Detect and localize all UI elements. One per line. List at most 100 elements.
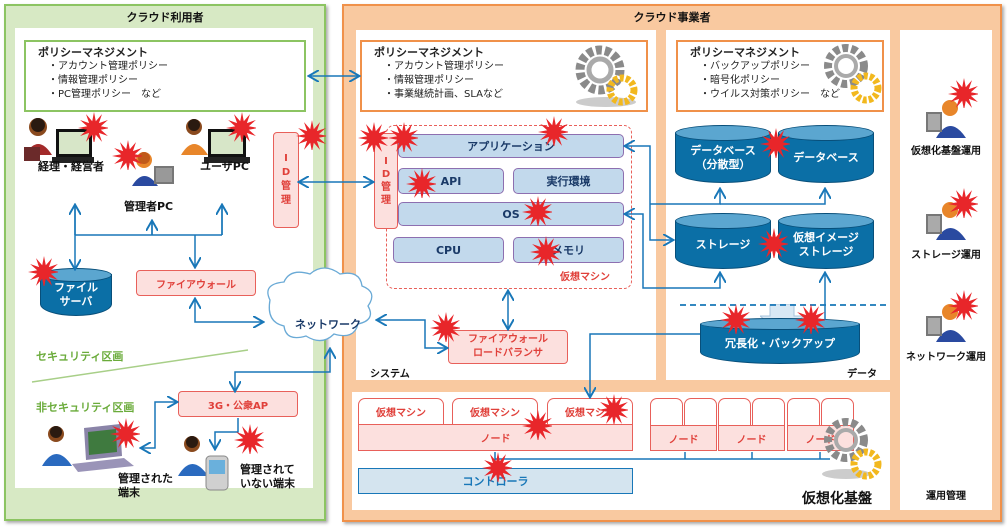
threat-burst-icon [430,312,460,342]
db-cylinder: データベース [778,125,874,183]
public-ap-box: 3G・公衆AP [178,391,298,417]
threat-burst-icon [296,120,326,150]
operator-icon [926,100,966,138]
data-policy-item: ・バックアップポリシー [700,61,810,72]
db-label: データベース [793,151,859,164]
unmanaged-device-line: 管理されて [240,463,295,476]
gear-icon [824,44,882,104]
managed-device-label: 管理された端末 [118,472,173,500]
threat-burst-icon [78,112,108,142]
id-char: 理 [281,195,291,206]
threat-burst-icon [758,228,788,258]
managed-device-line: 端末 [118,486,140,499]
infra-vm: 仮想マシン [452,398,538,424]
system-label: システム [370,369,410,380]
small-node: ノード [650,425,717,451]
threat-burst-icon [720,304,750,334]
system-policy-item: ・アカウント管理ポリシー [384,61,504,72]
runtime-layer: 実行環境 [513,168,624,194]
small-node-vm [752,398,785,426]
data-label: データ [847,369,877,380]
small-node: ノード [718,425,785,451]
threat-burst-icon [522,196,552,226]
application-layer: アプリケーション [398,134,624,158]
id-char: I [284,153,288,164]
id-char: I [384,156,388,167]
id-char: D [381,169,391,180]
unmanaged-device-icon [178,436,229,491]
managed-device-icon [42,424,134,472]
id-char: D [281,167,291,178]
threat-burst-icon [598,394,628,424]
operator-icon [926,304,966,342]
cloud-user-title: クラウド利用者 [126,11,204,24]
network-label: ネットワーク [295,318,361,331]
threat-burst-icon [948,78,978,108]
unmanaged-device-line: いない端末 [240,477,295,490]
unmanaged-device-label: 管理されていない端末 [240,463,295,491]
threat-burst-icon [795,304,825,334]
threat-burst-icon [538,116,568,146]
threat-burst-icon [760,128,790,158]
vm-image-label: ストレージ [798,245,854,258]
threat-burst-icon [358,122,388,152]
backup-label: 冗長化・バックアップ [725,337,835,350]
threat-burst-icon [388,122,418,152]
threat-burst-icon [406,168,436,198]
infra-vm: 仮想マシン [358,398,444,424]
user-policy-box: ポリシーマネジメント ・アカウント管理ポリシー ・情報管理ポリシー ・PC管理ポ… [24,40,306,112]
executive-pc-label: 経理・経営者 [38,160,104,173]
storage-label: ストレージ [695,238,751,251]
cpu-layer: CPU [393,237,504,263]
threat-burst-icon [110,418,140,448]
small-node-vm [684,398,717,426]
id-char: 管 [281,181,291,192]
file-server-label: サーバ [59,295,93,308]
admin-pc-icon [132,152,174,186]
distributed-db-cylinder: データベース（分散型） [675,125,771,183]
threat-burst-icon [482,452,512,482]
threat-burst-icon [522,410,552,440]
virt-ops-label: 仮想化基盤運用 [911,146,981,157]
virtualization-label: 仮想化基盤 [802,491,872,507]
vm-image-label: 仮想イメージ [793,231,859,244]
firewall-load-balancer: ファイアウォール ロードバランサ [448,330,568,364]
user-policy-item: ・PC管理ポリシー など [48,89,162,100]
fw-lb-line: ロードバランサ [473,348,543,359]
cloud-provider-title: クラウド事業者 [633,11,711,24]
threat-burst-icon [948,188,978,218]
vm-image-storage-cylinder: 仮想イメージストレージ [778,213,874,269]
data-policy-title: ポリシーマネジメント [690,46,800,59]
fw-lb-line: ファイアウォール [468,334,548,345]
admin-pc-label: 管理者PC [124,200,174,213]
threat-burst-icon [948,290,978,320]
system-policy-item: ・情報管理ポリシー [384,75,474,86]
virtual-machine-label: 仮想マシン [560,272,610,283]
system-policy-title: ポリシーマネジメント [374,46,484,59]
threat-burst-icon [28,256,58,286]
operator-icon [926,202,966,240]
os-layer: OS [398,202,624,226]
small-node-vm [650,398,683,426]
memory-layer: メモリ [513,237,624,263]
security-zone-label: セキュリティ区画 [36,350,124,363]
small-node-vm [718,398,751,426]
storage-ops-label: ストレージ運用 [911,250,981,261]
gear-icon [575,45,638,107]
managed-device-line: 管理された [118,472,173,485]
user-policy-item: ・情報管理ポリシー [48,75,138,86]
user-pc-label: ユーザPC [200,160,249,173]
user-policy-title: ポリシーマネジメント [38,46,148,59]
gear-icon [822,418,882,480]
data-policy-item: ・暗号化ポリシー [700,75,780,86]
system-policy-item: ・事業継続計画、SLAなど [384,89,503,100]
id-char: 理 [381,195,391,206]
data-policy-item: ・ウイルス対策ポリシー など [700,89,840,100]
threat-burst-icon [530,236,560,266]
small-node-vm [787,398,820,426]
file-server-label: ファイル [54,281,98,294]
user-firewall: ファイアウォール [136,270,256,296]
network-ops-label: ネットワーク運用 [906,352,986,363]
db-label: （分散型） [695,158,751,171]
threat-burst-icon [112,140,142,170]
